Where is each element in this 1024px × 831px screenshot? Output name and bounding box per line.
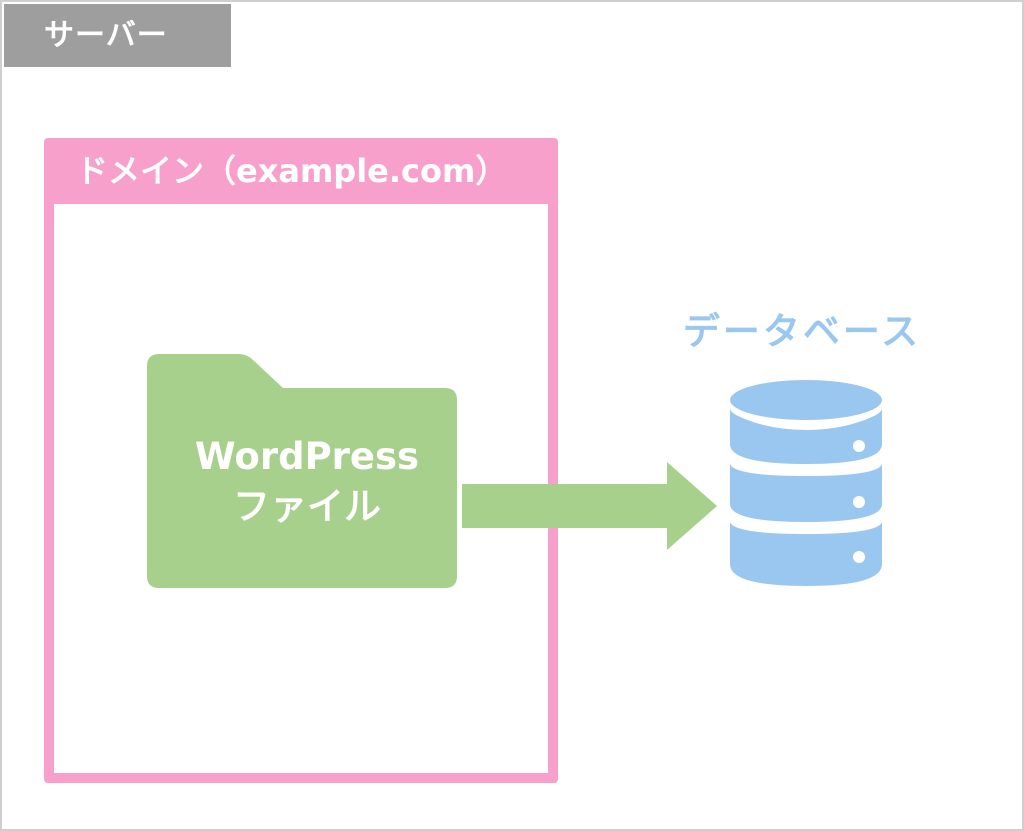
wordpress-files-folder: WordPress ファイル (147, 354, 457, 588)
database-icon (730, 380, 882, 586)
arrow-right-icon (462, 462, 717, 550)
server-label: サーバー (4, 4, 231, 67)
folder-label-line2: ファイル (233, 485, 381, 528)
folder-label-line1: WordPress (194, 435, 420, 478)
domain-label: ドメイン（example.com） (76, 152, 508, 190)
folder-icon (147, 354, 457, 588)
folder-label: WordPress ファイル (147, 432, 467, 532)
domain-box (44, 138, 558, 783)
database-label: データベース (682, 310, 922, 353)
